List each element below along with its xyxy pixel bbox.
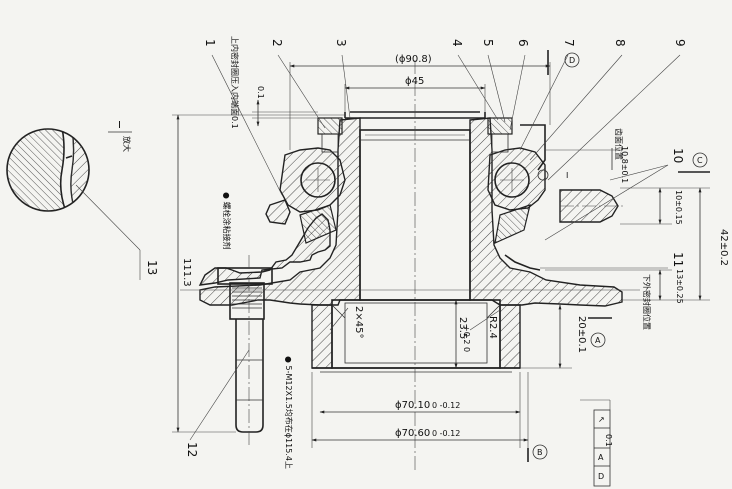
dim-20: 20±0.1	[576, 316, 587, 353]
datum-c: C	[678, 152, 710, 173]
tol-ref-a: A	[598, 453, 604, 462]
note-stud-pattern: ● 5-M12X1.5均布在ϕ115.4上	[284, 356, 294, 469]
dim-23-5: 23.5	[457, 317, 468, 339]
svg-text:B: B	[537, 448, 543, 457]
callout-leaders	[189, 54, 681, 441]
callout-4: 4	[450, 39, 464, 47]
svg-text:C: C	[697, 156, 703, 165]
dim-d70-10-tol: 0 -0.12	[432, 401, 460, 410]
dim-42: 42±0.2	[718, 229, 729, 266]
dim-d45: ϕ45	[405, 76, 424, 87]
notes: 上内密封圈压入内端面0.1 I 放大 I ● 螺栓涂粘接剂 ● 5-M12X1.…	[108, 36, 652, 469]
enlarge-label-word: 放大	[122, 136, 132, 152]
dim-r2-4: R2.4	[487, 316, 498, 339]
tol-ref-d: D	[598, 472, 604, 481]
dim-111-3: 111.3	[181, 258, 192, 287]
dim-10: 10±0.15	[674, 190, 683, 225]
dim-d70-60-tol: 0 -0.12	[432, 429, 460, 438]
dim-0-1: 0.1	[256, 86, 265, 99]
note-lower-seal-position: 下外密封圈位置	[642, 274, 652, 330]
callout-2: 2	[270, 39, 284, 47]
callout-numbers: 1 2 3 4 5 6 7 8 9 10 11 12 13	[145, 39, 687, 457]
tol-value: 0.1	[604, 434, 613, 447]
callout-9: 9	[673, 39, 687, 47]
datum-b: B	[527, 444, 548, 462]
section-mark-i: I	[566, 171, 568, 180]
dim-d90-8: (ϕ90.8)	[395, 54, 432, 65]
enlarge-label-roman: I	[118, 120, 121, 131]
datum-d: D	[547, 50, 580, 75]
callout-3: 3	[334, 39, 348, 47]
dim-chamfer: 2×45°	[353, 306, 364, 338]
note-tooth-position: 齿面位置	[614, 128, 624, 160]
svg-text:D: D	[569, 56, 575, 65]
dim-10-8: 10.8±0.1	[620, 146, 629, 183]
dim-23-5-tol: +0.2 0	[462, 325, 471, 352]
dim-13: 13±0.25	[675, 269, 684, 304]
callout-11: 11	[671, 252, 685, 267]
callout-12: 12	[185, 442, 199, 457]
callout-5: 5	[481, 39, 495, 47]
callout-7: 7	[562, 39, 576, 47]
note-bolt-adhesive: ● 螺栓涂粘接剂	[222, 192, 232, 250]
callout-13: 13	[145, 260, 159, 275]
svg-text:A: A	[595, 336, 601, 345]
dimension-lines	[172, 62, 710, 455]
callout-10: 10	[671, 148, 685, 163]
enlarged-detail-view	[6, 128, 141, 280]
dimension-texts: (ϕ90.8) ϕ45 111.3 0.1 10.8±0.1 10±0.15 4…	[181, 54, 729, 439]
dim-d70-10: ϕ70.10	[395, 400, 430, 411]
tolerance-frame: ↗ 0.1 A D	[580, 399, 613, 487]
dim-d70-60: ϕ70.60	[395, 428, 430, 439]
tol-symbol: ↗	[598, 415, 605, 424]
datum-a: A	[588, 317, 612, 348]
callout-6: 6	[516, 39, 530, 47]
hub-section-view	[180, 60, 640, 470]
datum-markers: C D A B	[527, 50, 710, 462]
callout-1: 1	[203, 39, 217, 47]
callout-8: 8	[613, 39, 627, 47]
note-inner-seal: 上内密封圈压入内端面0.1	[230, 36, 240, 129]
